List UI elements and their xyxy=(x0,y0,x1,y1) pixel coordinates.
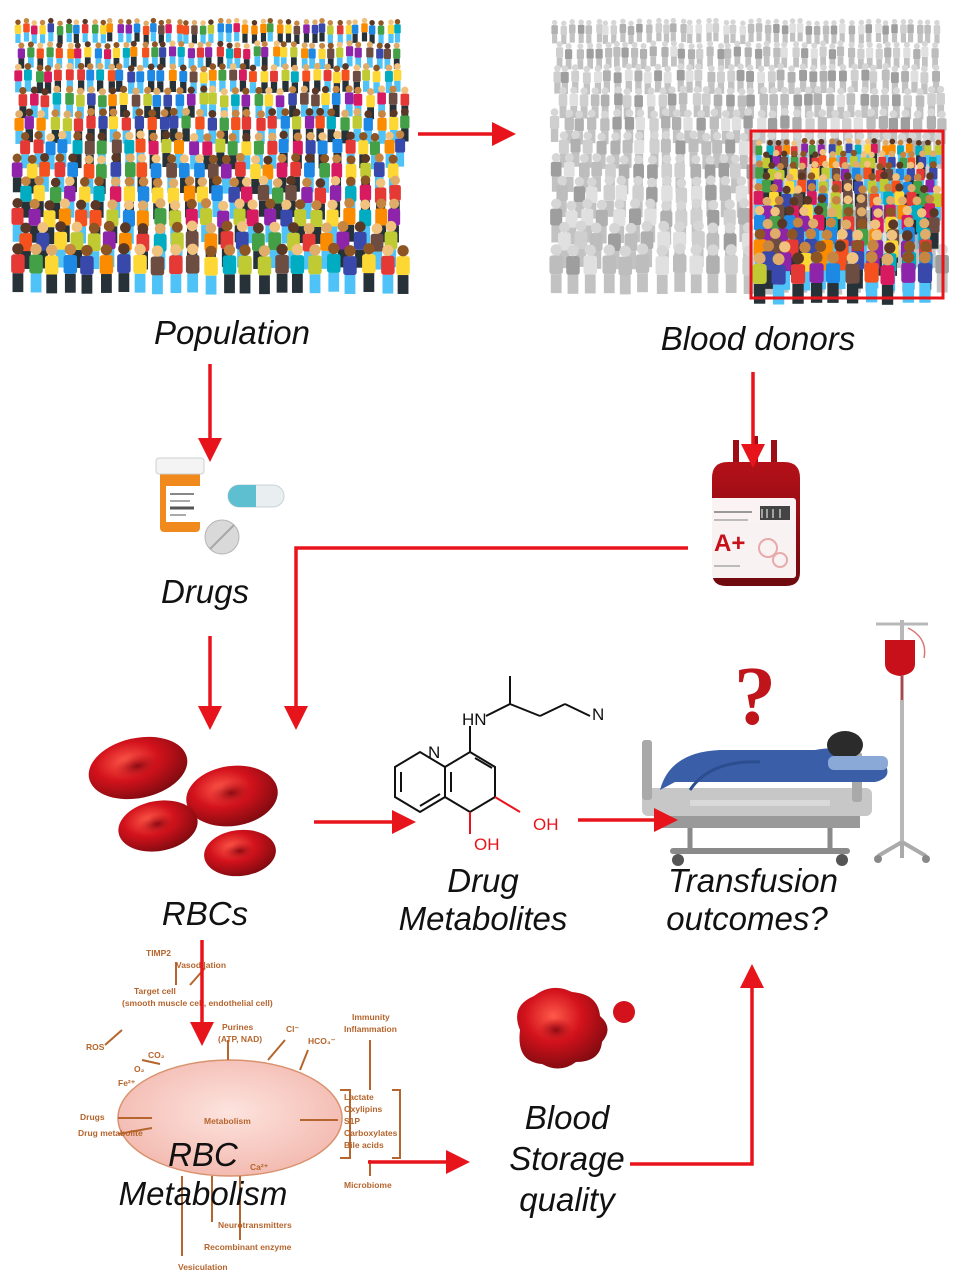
pill-bottle-icon xyxy=(155,457,205,532)
population-label: Population xyxy=(154,314,310,351)
crowd-image xyxy=(11,17,410,295)
blood-storage-label-line2: Storage xyxy=(509,1140,625,1177)
blood-bag-icon: A+ xyxy=(710,436,800,586)
meta-term: Neurotransmitters xyxy=(218,1220,292,1230)
arrow-drugs-to-rbcs xyxy=(198,636,222,730)
highlighted-crowd-image xyxy=(752,137,942,305)
hospital-bed-patient-icon xyxy=(642,731,888,866)
meta-term: Purines xyxy=(222,1022,253,1032)
meta-term: Bile acids xyxy=(344,1140,384,1150)
molecule-structure xyxy=(394,676,591,834)
arrow-population-to-donors xyxy=(418,122,516,146)
molecule-oh-6: OH xyxy=(533,815,559,834)
meta-term: Vesiculation xyxy=(178,1262,228,1272)
drug-metabolites-label-line1: Drug xyxy=(447,862,519,899)
arrow-metabolites-to-outcomes xyxy=(578,808,678,832)
meta-term: Oxylipins xyxy=(344,1104,383,1114)
molecule-n-chain: N xyxy=(592,705,604,724)
rbc-metabolism-label-line2: Metabolism xyxy=(119,1175,288,1212)
meta-term: Microbiome xyxy=(344,1180,392,1190)
arrow-metabolism-to-storage xyxy=(368,1150,470,1174)
meta-term: Fe²⁺ xyxy=(118,1078,136,1088)
meta-term: S1P xyxy=(344,1116,360,1126)
molecule-oh-5: OH xyxy=(474,835,500,854)
red-blood-cells-icon xyxy=(88,736,278,877)
meta-term: TIMP2 xyxy=(146,948,171,958)
question-mark-icon: ? xyxy=(734,650,776,743)
rbcs-label: RBCs xyxy=(162,895,248,932)
rbc-metabolism-figure: TIMP2 Vasodilation Target cell (smooth m… xyxy=(78,948,401,1272)
blood-donors-label: Blood donors xyxy=(661,320,855,357)
arrow-donors-to-bag xyxy=(741,372,765,468)
meta-term: Inflammation xyxy=(344,1024,397,1034)
meta-term: CO₂ xyxy=(148,1050,165,1060)
arrow-rbcs-to-metabolism xyxy=(190,940,214,1046)
meta-term: ROS xyxy=(86,1042,105,1052)
blood-storage-label-line3: quality xyxy=(519,1181,617,1218)
meta-term: Ca²⁺ xyxy=(250,1162,269,1172)
meta-term: Cl⁻ xyxy=(286,1024,300,1034)
drug-metabolites-label-line2: Metabolites xyxy=(399,900,568,937)
meta-term: Recombinant enzyme xyxy=(204,1242,292,1252)
tablet-icon xyxy=(204,519,240,555)
blood-type-label: A+ xyxy=(714,530,745,557)
capsule-icon xyxy=(227,484,285,508)
meta-term: Drugs xyxy=(80,1112,105,1122)
meta-term: (smooth muscle cell, endothelial cell) xyxy=(122,998,273,1008)
molecule-n-ring: N xyxy=(428,743,440,762)
meta-term: Immunity xyxy=(352,1012,390,1022)
meta-term: (ATP, NAD) xyxy=(218,1034,262,1044)
meta-term: Target cell xyxy=(134,986,176,996)
blood-storage-cell-icon xyxy=(517,987,635,1069)
molecule-hn: HN xyxy=(462,710,487,729)
transfusion-outcomes-label-line2: outcomes? xyxy=(666,900,828,937)
meta-term: Lactate xyxy=(344,1092,374,1102)
iv-stand-icon xyxy=(874,620,930,863)
meta-term: Drug metabolite xyxy=(78,1128,143,1138)
arrow-rbcs-to-metabolites xyxy=(314,810,416,834)
arrow-storage-to-outcomes xyxy=(630,964,764,1166)
drugs-label: Drugs xyxy=(161,573,249,610)
blood-storage-label-line1: Blood xyxy=(525,1099,611,1136)
arrow-population-to-drugs xyxy=(198,364,222,462)
rbc-metabolism-label-line1: RBC xyxy=(168,1136,239,1173)
transfusion-outcomes-label-line1: Transfusion xyxy=(668,862,838,899)
meta-term: HCO₃⁻ xyxy=(308,1036,336,1046)
meta-term: Metabolism xyxy=(204,1116,251,1126)
meta-term: Carboxylates xyxy=(344,1128,398,1138)
donor-highlight-box xyxy=(749,129,945,300)
meta-term: O₂ xyxy=(134,1064,145,1074)
arrow-bag-to-rbcs xyxy=(284,546,688,730)
